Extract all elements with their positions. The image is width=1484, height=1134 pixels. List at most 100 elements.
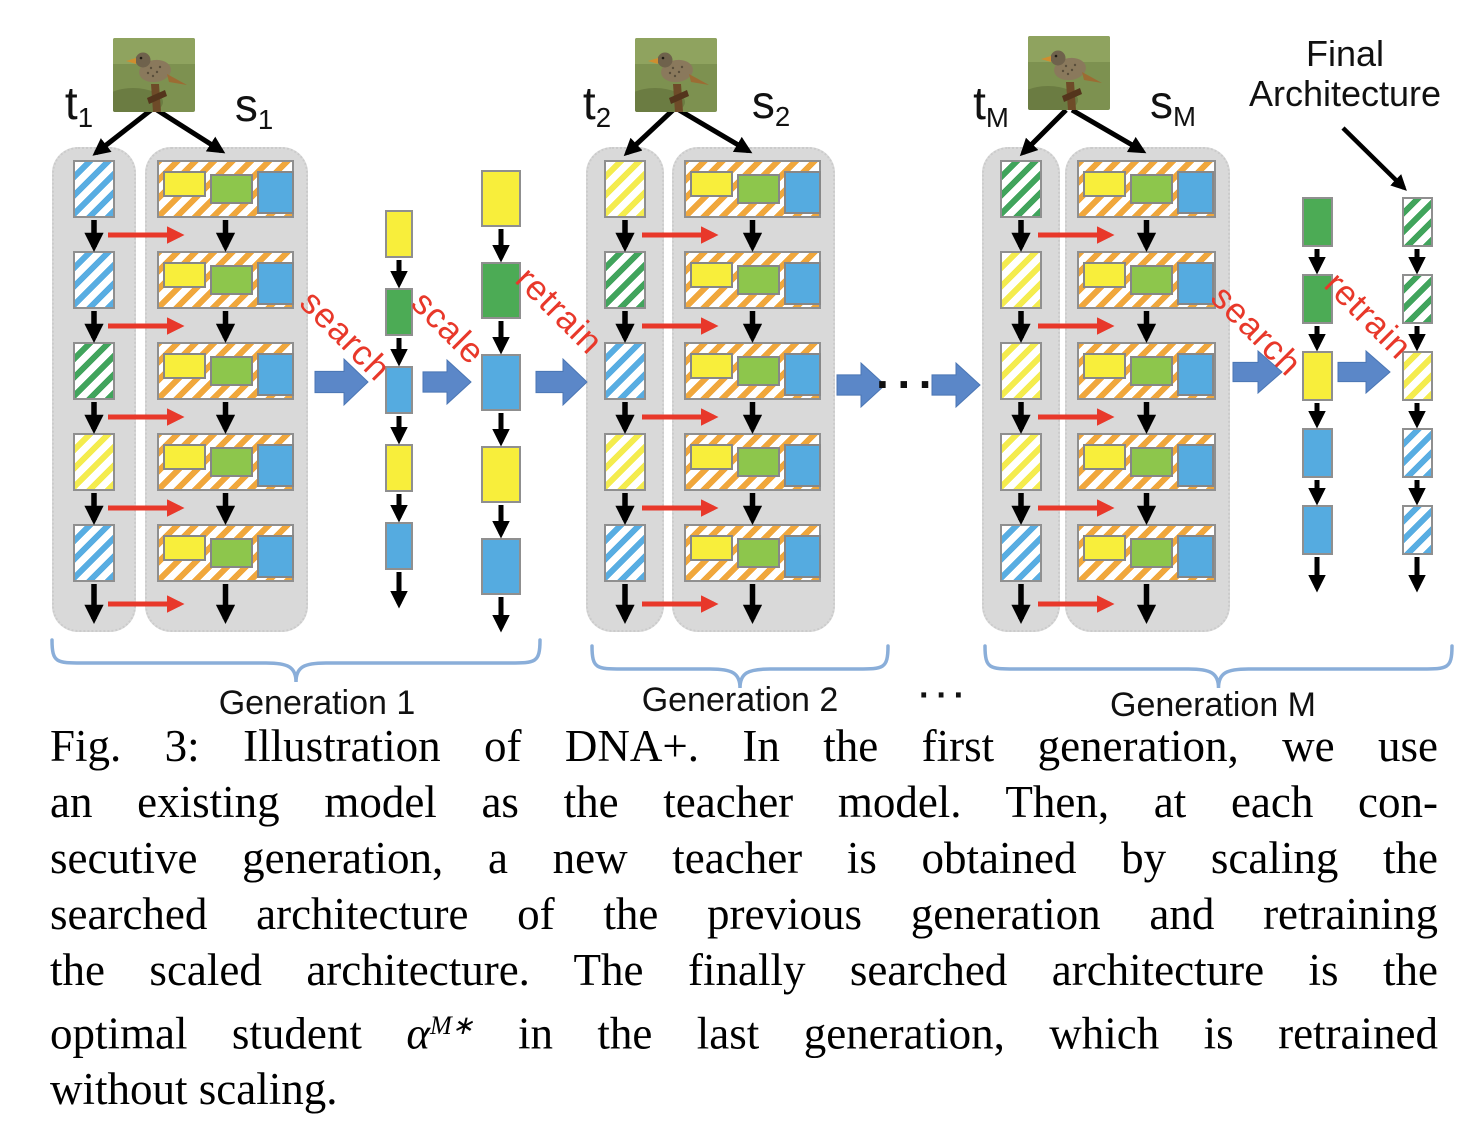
generation-2-label: Generation 2: [641, 681, 839, 719]
candidate-cell-green: [210, 356, 253, 386]
teacher-block-yellow-genM: [1000, 342, 1042, 400]
teacher-block-blue-genM: [1000, 524, 1042, 582]
genM-searched-architecture-block-green: [1301, 274, 1333, 324]
candidate-cell-green: [1130, 356, 1173, 386]
caption-line: the scaled architecture. The finally sea…: [50, 945, 1438, 995]
caption-line: searched architecture of the previous ge…: [50, 889, 1438, 939]
student-supernet-row-gen2: [684, 251, 821, 309]
candidate-cell-yellow: [690, 444, 733, 470]
image-to-student-arrow: [1070, 107, 1147, 154]
gen1-searched-architecture-block-yellow: [385, 210, 413, 258]
teacher-label-gen1: t1: [64, 76, 93, 133]
candidate-cell-blue: [257, 444, 294, 487]
candidate-cell-yellow: [1083, 535, 1126, 561]
student-supernet-row-gen1: [157, 251, 294, 309]
candidate-cell-yellow: [690, 262, 733, 288]
label-sub: 1: [257, 104, 274, 136]
candidate-cell-yellow: [163, 353, 206, 379]
gen1-searched-architecture-block-blue: [385, 366, 413, 414]
candidate-cell-green: [737, 356, 780, 386]
teacher-block-yellow-gen2: [604, 160, 646, 218]
final-architecture-line1: Final: [1305, 33, 1385, 74]
candidate-cell-green: [210, 265, 253, 295]
genM-searched-architecture-block-blue: [1301, 428, 1333, 478]
image-to-teacher-arrow: [1019, 108, 1068, 157]
candidate-cell-blue: [257, 535, 294, 578]
teacher-block-green-gen1: [73, 342, 115, 400]
retrain-arrow-gen1: [535, 357, 588, 407]
student-supernet-row-gen2: [684, 433, 821, 491]
caption-text: optimal student: [50, 1008, 407, 1059]
candidate-cell-blue: [257, 353, 294, 396]
diagram-arrows-layer: [50, 107, 1454, 689]
image-to-teacher-arrow: [623, 108, 675, 157]
student-supernet-row-genM: [1077, 160, 1216, 218]
gen1-searched-architecture-block-yellow: [385, 444, 413, 492]
candidate-cell-green: [1130, 447, 1173, 477]
bird-image: [1028, 36, 1110, 110]
figure-caption: Fig. 3: Illustration of DNA+. In the fir…: [50, 718, 1438, 1117]
teacher-block-blue-gen1: [73, 160, 115, 218]
label-sub: 2: [595, 102, 612, 134]
student-supernet-row-genM: [1077, 342, 1216, 400]
student-supernet-row-gen1: [157, 160, 294, 218]
candidate-cell-blue: [784, 535, 821, 578]
alpha-symbol: α: [406, 1008, 430, 1059]
bird-image: [635, 38, 717, 112]
final-architecture-block-green: [1401, 197, 1433, 247]
candidate-cell-blue: [257, 262, 294, 305]
gen1-scaled-architecture-block-green: [481, 262, 521, 319]
arrow-to-ellipsis: [836, 361, 886, 409]
teacher-block-yellow-gen1: [73, 433, 115, 491]
teacher-label-gen2: t2: [583, 76, 612, 134]
candidate-cell-blue: [784, 353, 821, 396]
candidate-cell-yellow: [163, 535, 206, 561]
candidate-cell-yellow: [690, 535, 733, 561]
candidate-cell-green: [1130, 538, 1173, 568]
teacher-label-genM: tM: [973, 76, 1009, 134]
student-supernet-row-gen1: [157, 524, 294, 582]
student-supernet-row-genM: [1077, 433, 1216, 491]
candidate-cell-blue: [1177, 262, 1214, 305]
label-sub: M: [985, 102, 1009, 134]
teacher-block-blue-gen2: [604, 524, 646, 582]
label-main: s: [751, 76, 775, 128]
teacher-block-blue-gen1: [73, 524, 115, 582]
candidate-cell-green: [737, 265, 780, 295]
teacher-block-yellow-genM: [1000, 433, 1042, 491]
final-architecture-block-yellow: [1401, 351, 1433, 401]
label-main: s: [1150, 76, 1173, 128]
student-label-gen1: s1: [234, 78, 274, 136]
candidate-cell-green: [210, 174, 253, 204]
gen1-searched-architecture-block-green: [385, 288, 413, 336]
arrow-from-ellipsis: [931, 361, 981, 409]
label-main: t: [973, 77, 986, 129]
candidate-cell-green: [210, 447, 253, 477]
candidate-cell-yellow: [1083, 171, 1126, 197]
teacher-block-blue-gen2: [604, 342, 646, 400]
student-supernet-row-genM: [1077, 251, 1216, 309]
gen1-scaled-architecture-block-blue: [481, 538, 521, 595]
candidate-cell-yellow: [163, 171, 206, 197]
candidate-cell-green: [1130, 174, 1173, 204]
teacher-block-blue-gen1: [73, 251, 115, 309]
student-supernet-row-gen1: [157, 342, 294, 400]
label-main: s: [234, 79, 258, 131]
ellipsis-bottom: ···: [919, 676, 971, 715]
label-main: t: [64, 77, 78, 129]
caption-text: in the last generation, which is retrain…: [473, 1008, 1438, 1059]
teacher-block-green-genM: [1000, 160, 1042, 218]
student-supernet-row-gen1: [157, 433, 294, 491]
candidate-cell-green: [737, 447, 780, 477]
alpha-superscript: M∗: [429, 1011, 474, 1040]
candidate-cell-blue: [784, 171, 821, 214]
student-supernet-row-gen2: [684, 524, 821, 582]
candidate-cell-blue: [784, 444, 821, 487]
caption-line: an existing model as the teacher model. …: [50, 777, 1438, 827]
student-supernet-row-gen2: [684, 342, 821, 400]
genM-searched-architecture-block-green: [1301, 197, 1333, 247]
generation-M-brace: [983, 644, 1454, 689]
image-to-teacher-arrow: [92, 108, 153, 156]
candidate-cell-green: [1130, 265, 1173, 295]
